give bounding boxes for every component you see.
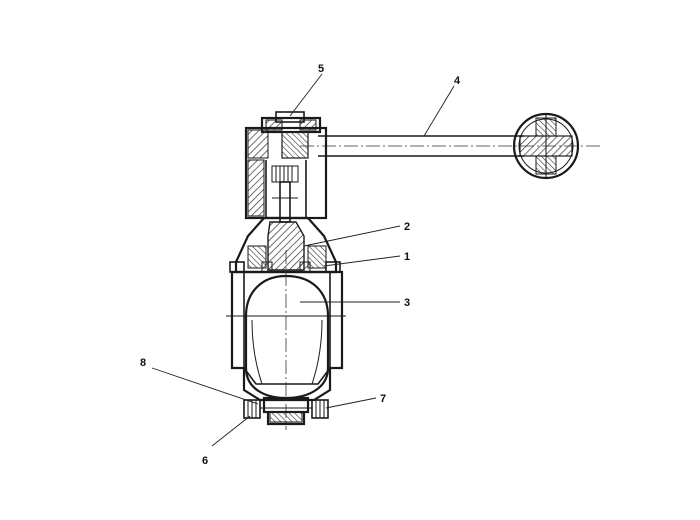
valve-stem-neck bbox=[234, 216, 338, 274]
handle-knob bbox=[512, 112, 580, 180]
bottom-fasteners bbox=[243, 396, 329, 426]
leader-lines bbox=[151, 73, 455, 447]
callout-6: 6 bbox=[202, 455, 208, 467]
callout-4: 4 bbox=[454, 75, 461, 87]
callout-7: 7 bbox=[380, 393, 386, 405]
seat-gasket bbox=[261, 261, 311, 273]
callout-3: 3 bbox=[404, 297, 410, 309]
callout-2: 2 bbox=[404, 221, 410, 233]
callout-5: 5 bbox=[318, 63, 324, 75]
actuator-housing bbox=[244, 111, 328, 223]
callout-1: 1 bbox=[404, 251, 410, 263]
callout-8: 8 bbox=[140, 357, 146, 369]
